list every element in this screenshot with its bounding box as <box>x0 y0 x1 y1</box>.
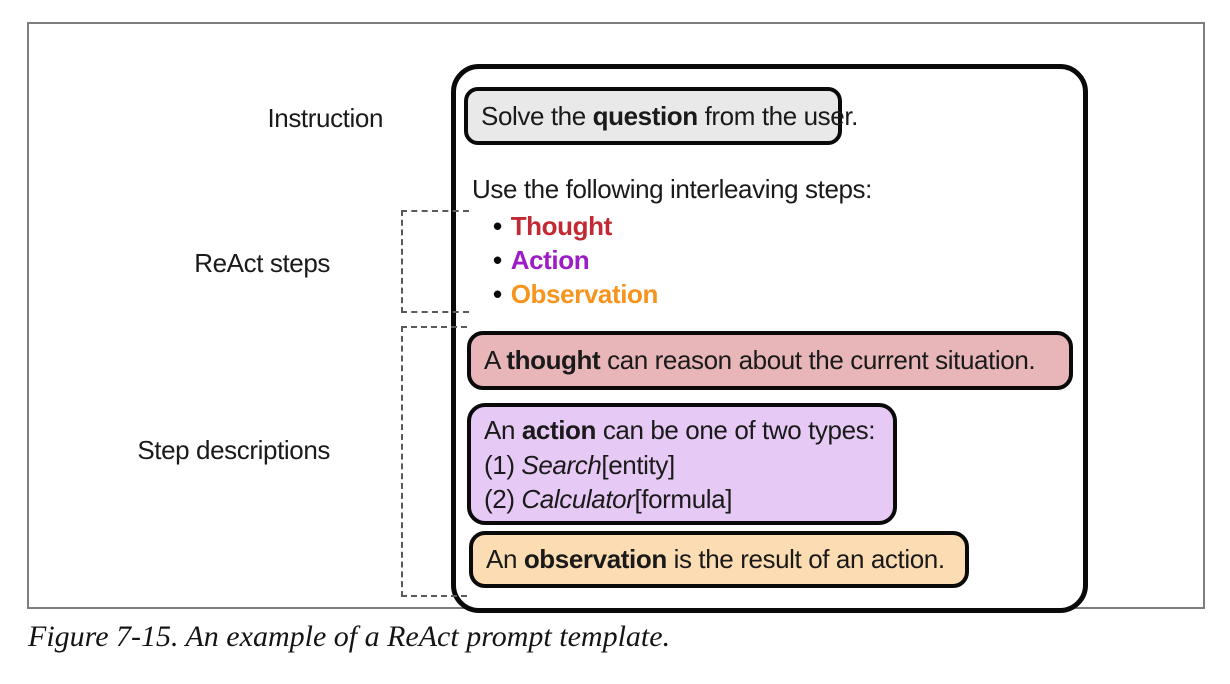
text-run-post: [formula] <box>634 484 733 514</box>
steps-list: • Thought • Action • Observation <box>493 209 658 311</box>
observation-description-box: An observation is the result of an actio… <box>469 531 969 588</box>
text-run-post: can reason about the current situation. <box>600 345 1036 375</box>
figure-caption: Figure 7-15. An example of a ReAct promp… <box>28 620 671 653</box>
text-run-bold: question <box>592 100 699 131</box>
text-run: An observation is the result of an actio… <box>486 544 945 575</box>
text-run-italic: Search <box>521 449 602 480</box>
text-run-pre: (2) <box>484 484 522 514</box>
text-run: A thought can reason about the current s… <box>484 345 1036 376</box>
action-description-box: An action can be one of two types: (1) S… <box>467 403 897 525</box>
bullet-icon: • <box>493 211 502 241</box>
step-word-thought: Thought <box>510 211 613 241</box>
text-run-pre: An <box>486 544 524 574</box>
text-run-pre: A <box>484 345 507 375</box>
steps-intro: Use the following interleaving steps: <box>472 174 872 204</box>
text-run-italic: Calculator <box>521 484 635 514</box>
text-run-bold: action <box>521 415 597 445</box>
action-line-2: (1) Search[entity] <box>484 448 880 483</box>
instruction-box: Solve the question from the user. <box>464 87 858 145</box>
action-line-1: An action can be one of two types: <box>484 413 880 448</box>
step-item-observation: • Observation <box>493 277 658 311</box>
label-react-steps: ReAct steps <box>194 248 330 278</box>
label-step-descriptions: Step descriptions <box>137 435 330 465</box>
figure-frame: Instruction ReAct steps Step description… <box>27 22 1205 613</box>
step-item-thought: • Thought <box>493 209 658 243</box>
text-run-bold: thought <box>506 345 601 375</box>
text-run-pre: An <box>484 415 522 445</box>
text-run: Solve the question from the user. <box>481 101 858 132</box>
step-word-observation: Observation <box>510 279 659 309</box>
bullet-icon: • <box>493 245 502 275</box>
thought-description-box: A thought can reason about the current s… <box>467 331 1073 390</box>
text-run-post: from the user. <box>697 100 859 131</box>
text-run-bold: observation <box>523 544 667 574</box>
label-instruction: Instruction <box>267 103 383 133</box>
text-run-post: is the result of an action. <box>666 544 945 574</box>
bracket-react-steps <box>401 210 469 313</box>
bracket-step-descriptions <box>401 326 467 597</box>
step-item-action: • Action <box>493 243 658 277</box>
step-word-action: Action <box>510 245 590 275</box>
text-run-post: can be one of two types: <box>596 415 876 445</box>
bullet-icon: • <box>493 279 502 309</box>
text-run-pre: Solve the <box>481 100 593 131</box>
action-line-3: (2) Calculator[formula] <box>484 482 880 517</box>
text-run-post: [entity] <box>601 449 675 480</box>
text-run-pre: (1) <box>484 449 522 480</box>
